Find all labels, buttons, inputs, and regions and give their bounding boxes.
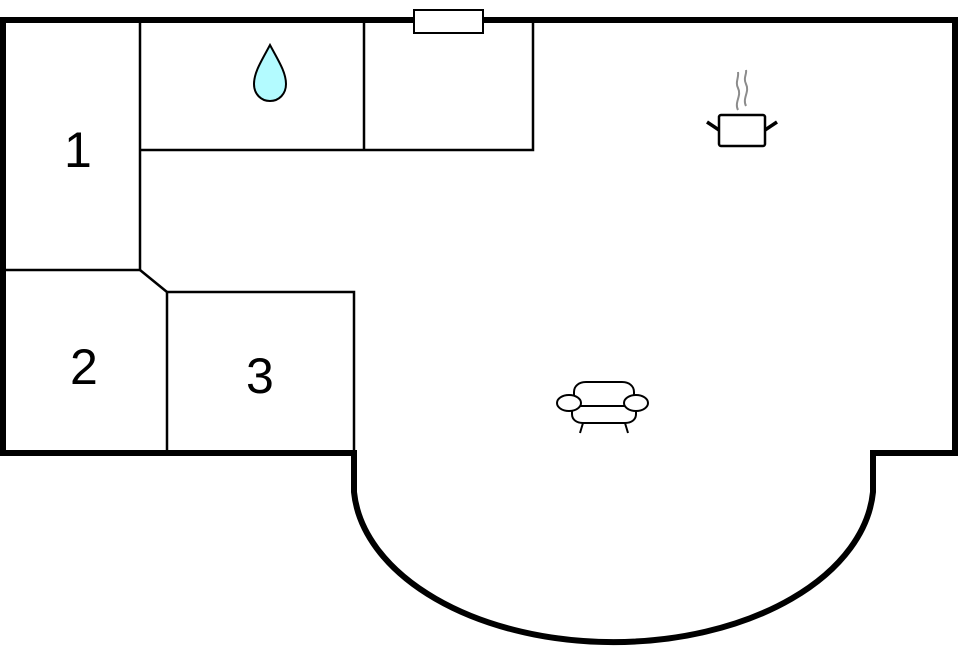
room-label-2: 2 (70, 339, 98, 395)
cooking-pot-icon (706, 69, 778, 148)
wall-diagonal (139, 269, 168, 293)
room-label-3: 3 (246, 348, 274, 404)
window-symbol (413, 9, 484, 34)
water-drop-icon (252, 42, 288, 103)
wall-top-block (140, 20, 535, 152)
room-label-1: 1 (64, 122, 92, 178)
armchair-icon (556, 381, 649, 434)
wall-room-3 (167, 290, 356, 453)
outer-wall (0, 17, 958, 646)
